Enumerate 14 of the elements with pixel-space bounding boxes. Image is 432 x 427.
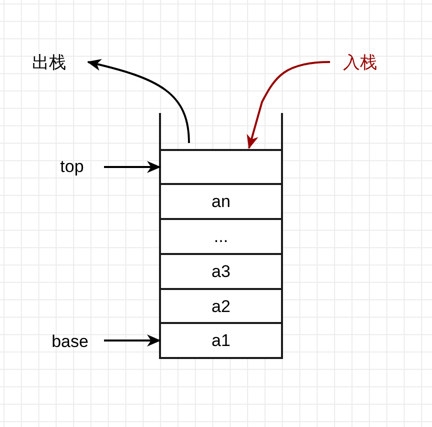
pointer-label: base: [36, 329, 104, 355]
operation-label: 出栈: [10, 48, 88, 76]
stack-cell: a1: [159, 322, 283, 359]
stack-cell: ...: [159, 218, 283, 255]
arrow: [246, 61, 330, 149]
stack-cell: a3: [159, 253, 283, 290]
arrow: [104, 161, 161, 173]
arrow: [87, 59, 190, 144]
operation-label: 入栈: [330, 48, 390, 76]
pointer-label: top: [40, 154, 104, 180]
stack-cell: an: [159, 183, 283, 220]
stack-cell: [159, 149, 283, 185]
stack-cell: a2: [159, 288, 283, 324]
arrow: [104, 334, 161, 346]
